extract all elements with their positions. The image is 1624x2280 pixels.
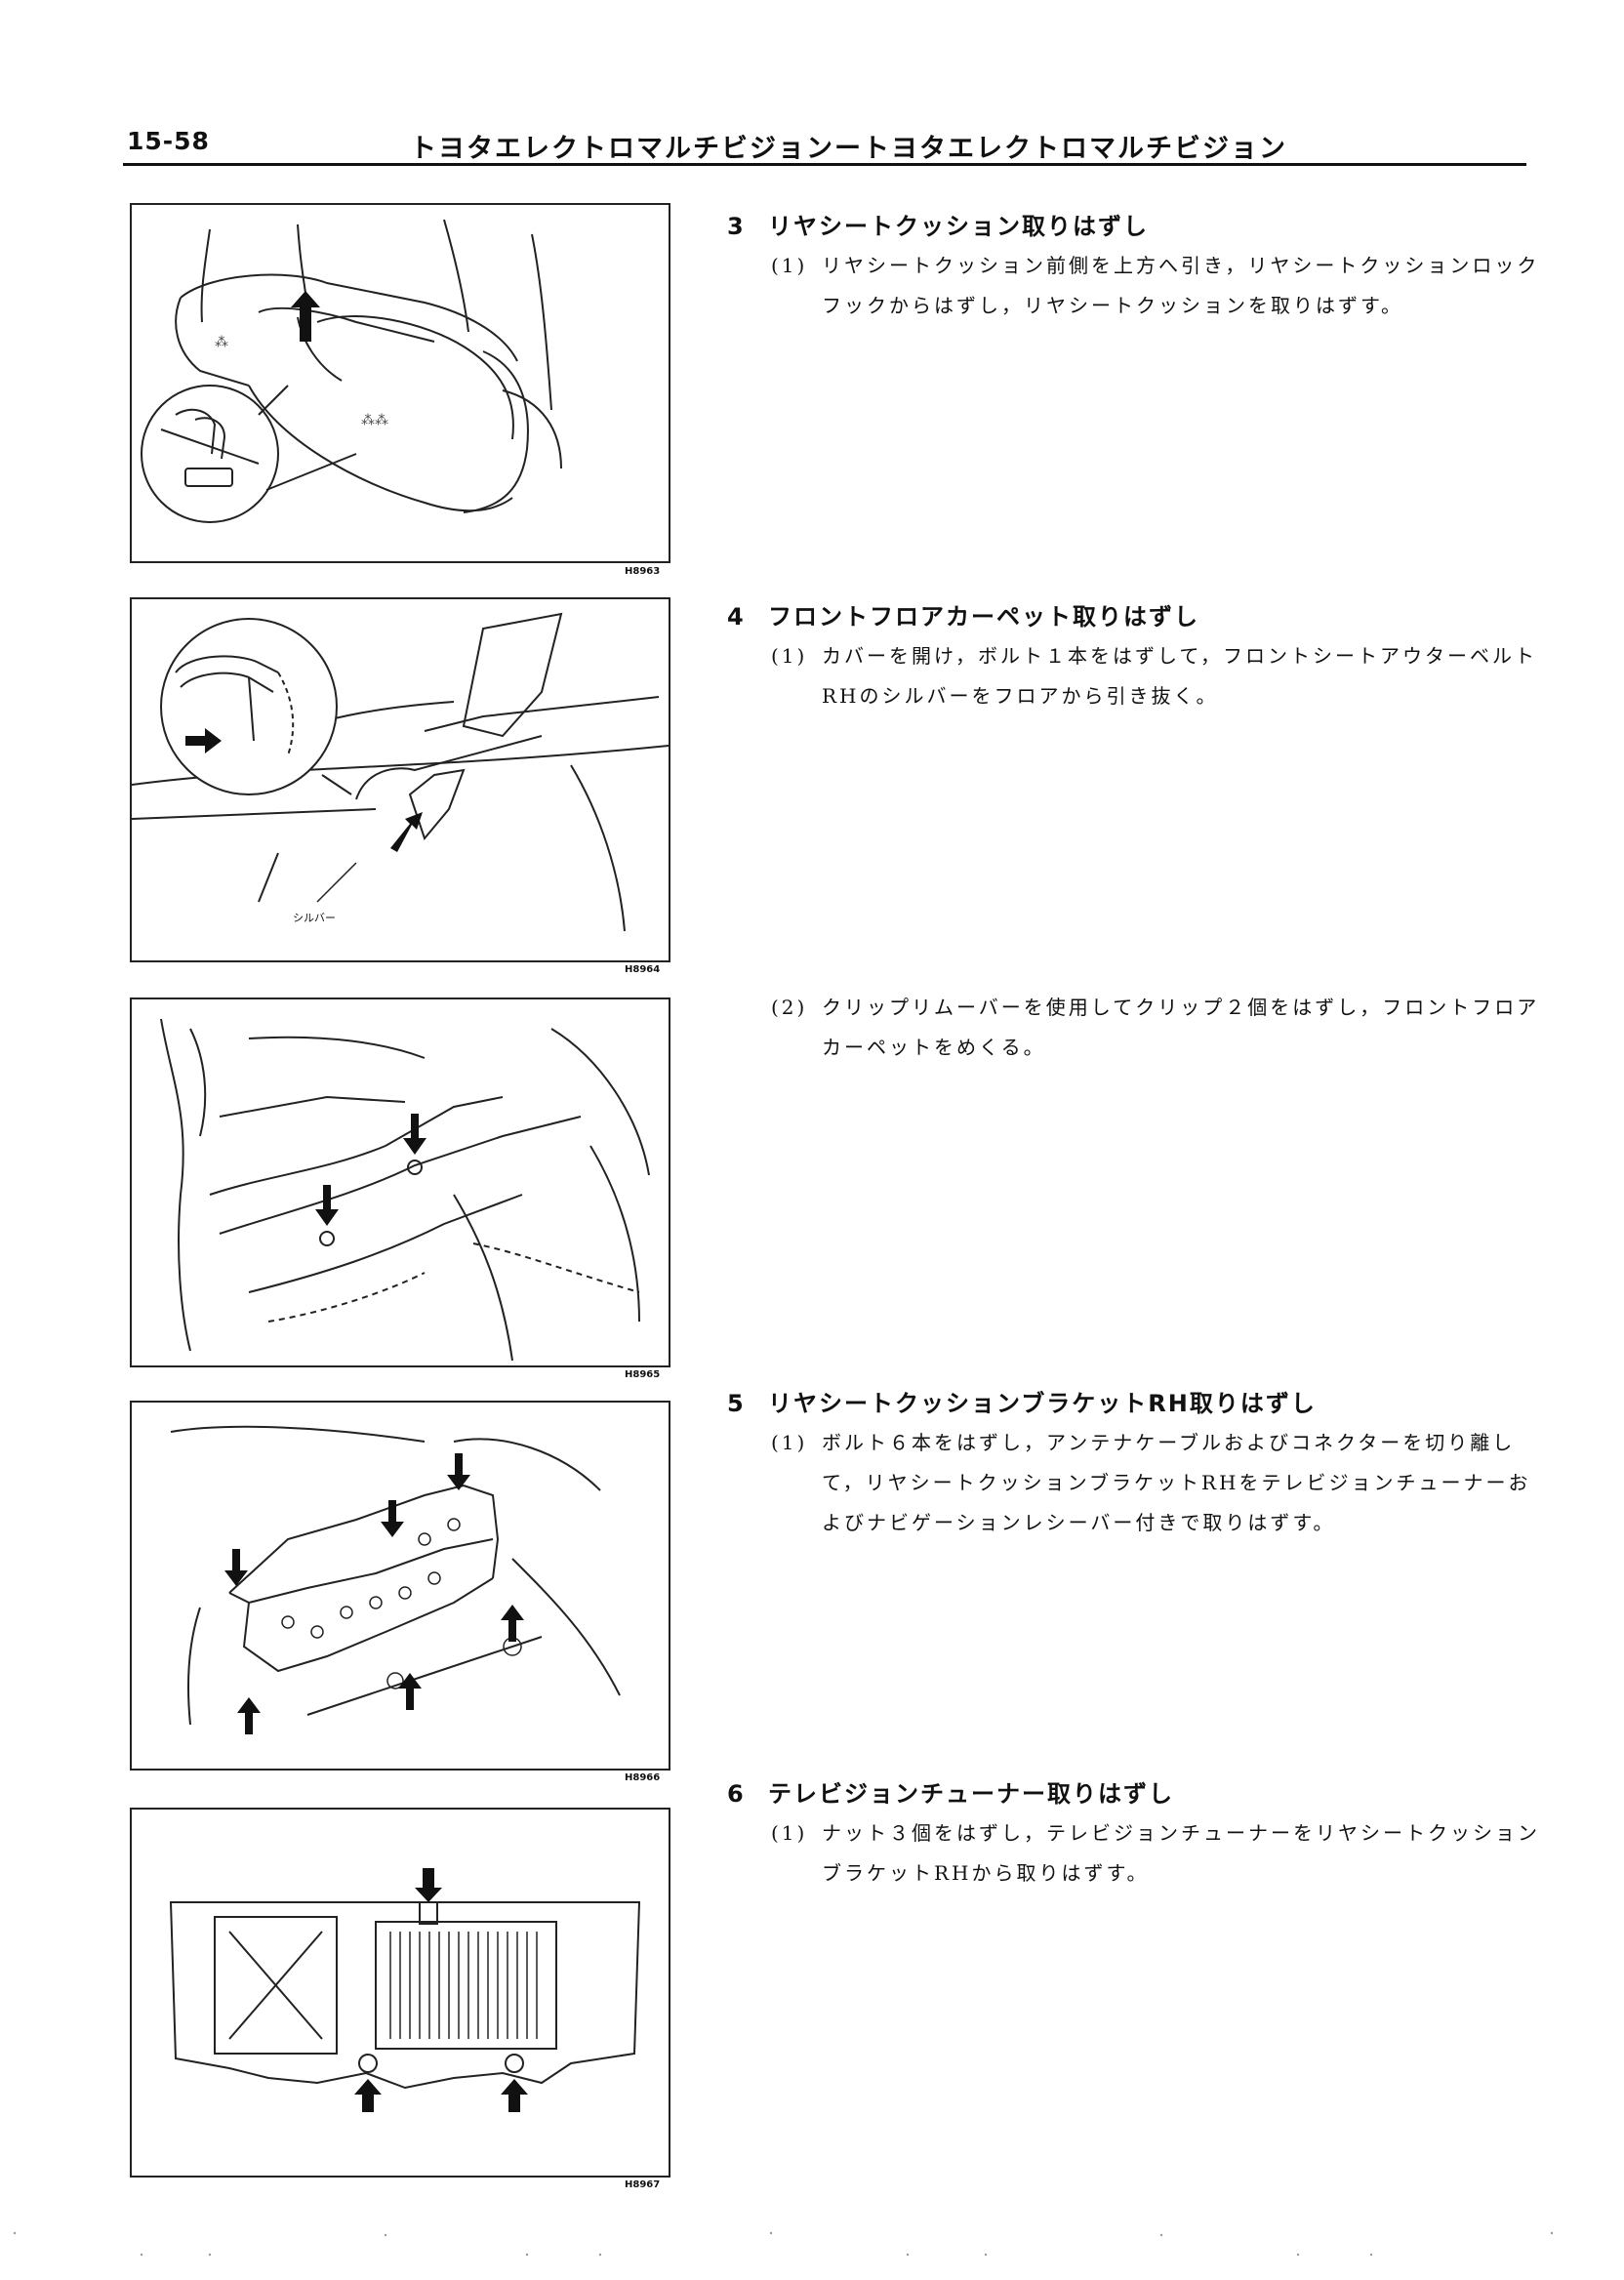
step-title: テレビジョンチューナー取りはずし [768, 1780, 1174, 1808]
carpet-clips-illustration [160, 1018, 650, 1362]
figure-cushion-bracket [130, 1401, 670, 1771]
substep-marker: (1) [771, 1821, 808, 1845]
tv-tuner-illustration [169, 1868, 641, 2112]
figure-code: H8967 [625, 2179, 661, 2190]
figure-front-floor-carpet: シルバー [130, 597, 670, 962]
figure-code: H8964 [625, 964, 661, 975]
tuner-vent-grille [389, 1932, 538, 2039]
bolt-arrows [224, 1453, 524, 1734]
arrow-right-icon [185, 728, 222, 753]
step-number: 6 [727, 1780, 746, 1808]
arrow-down-icon [381, 1500, 404, 1537]
substep-text: カバーを開け，ボルト１本をはずして，フロントシートアウターベルトRHのシルバーを… [822, 644, 1537, 708]
arrow-up-icon [398, 1673, 422, 1710]
seatbelt-anchor-illustration [132, 612, 669, 932]
figure-code: H8966 [625, 1772, 661, 1783]
arrow-up-icon [354, 2079, 382, 2112]
step-number: 4 [727, 603, 746, 631]
substep: (1) ボルト６本をはずし，アンテナケーブルおよびコネクターを切り離して，リヤシ… [771, 1423, 1542, 1543]
arrow-down-icon [415, 1868, 442, 1902]
arrow-down-icon [403, 1114, 426, 1155]
substep: (1) カバーを開け，ボルト１本をはずして，フロントシートアウターベルトRHのシ… [771, 636, 1542, 716]
scan-specks [13, 2231, 1554, 2257]
substep: (1) リヤシートクッション前側を上方へ引き，リヤシートクッションロックフックか… [771, 246, 1542, 326]
substep-marker: (1) [771, 644, 808, 668]
detail-circle [141, 385, 279, 523]
arrow-down-icon [224, 1549, 248, 1586]
substep-text: リヤシートクッション前側を上方へ引き，リヤシートクッションロックフックからはずし… [822, 254, 1540, 317]
step-title: リヤシートクッションブラケットRH取りはずし [768, 1390, 1317, 1417]
arrow-up-icon [237, 1697, 261, 1734]
figure-rear-seat-cushion: ⁂⁂ ⁂ [130, 203, 670, 563]
substep-marker: (2) [771, 996, 808, 1019]
arrow-down-icon [447, 1453, 470, 1490]
seat-cushion-illustration: ⁂⁂ ⁂ [141, 219, 562, 523]
arrow-up-icon [501, 1605, 524, 1642]
figure-code: H8965 [625, 1369, 661, 1380]
step-number: 5 [727, 1390, 746, 1417]
svg-text:⁂⁂: ⁂⁂ [361, 413, 388, 428]
substep-text: クリップリムーバーを使用してクリップ２個をはずし，フロントフロアカーペットをめく… [822, 996, 1540, 1059]
step-title: フロントフロアカーペット取りはずし [768, 603, 1199, 631]
step-heading: 5 リヤシートクッションブラケットRH取りはずし [727, 1384, 1317, 1418]
svg-text:⁂: ⁂ [215, 335, 228, 350]
step-heading: 4 フロントフロアカーペット取りはずし [727, 597, 1199, 631]
step-number: 3 [727, 213, 746, 240]
substep: (2) クリップリムーバーを使用してクリップ２個をはずし，フロントフロアカーペッ… [771, 988, 1542, 1068]
arrow-up-icon [291, 291, 320, 342]
running-title: トヨタエレクトロマルチビジョンートヨタエレクトロマルチビジョン [410, 134, 1287, 164]
arrow-up-right-icon [390, 812, 423, 852]
figure-code: H8963 [625, 566, 661, 577]
substep-text: ナット３個をはずし，テレビジョンチューナーをリヤシートクッションブラケットRHか… [822, 1821, 1540, 1885]
figure-carpet-clips [130, 998, 670, 1367]
step-title: リヤシートクッション取りはずし [768, 213, 1149, 240]
header-rule [123, 163, 1526, 166]
step-heading: 6 テレビジョンチューナー取りはずし [727, 1774, 1174, 1809]
arrow-up-icon [501, 2079, 528, 2112]
substep-marker: (1) [771, 254, 808, 277]
page-number: 15-58 [127, 127, 210, 155]
detail-circle [160, 618, 338, 795]
bracket-illustration [170, 1425, 621, 1734]
callout-silver-bar: シルバー [293, 912, 336, 924]
substep-text: ボルト６本をはずし，アンテナケーブルおよびコネクターを切り離して，リヤシートクッ… [822, 1431, 1531, 1534]
substep: (1) ナット３個をはずし，テレビジョンチューナーをリヤシートクッションブラケッ… [771, 1813, 1542, 1893]
step-heading: 3 リヤシートクッション取りはずし [727, 207, 1149, 241]
arrow-down-icon [315, 1185, 339, 1226]
figure-tv-tuner [130, 1808, 670, 2178]
substep-marker: (1) [771, 1431, 808, 1454]
